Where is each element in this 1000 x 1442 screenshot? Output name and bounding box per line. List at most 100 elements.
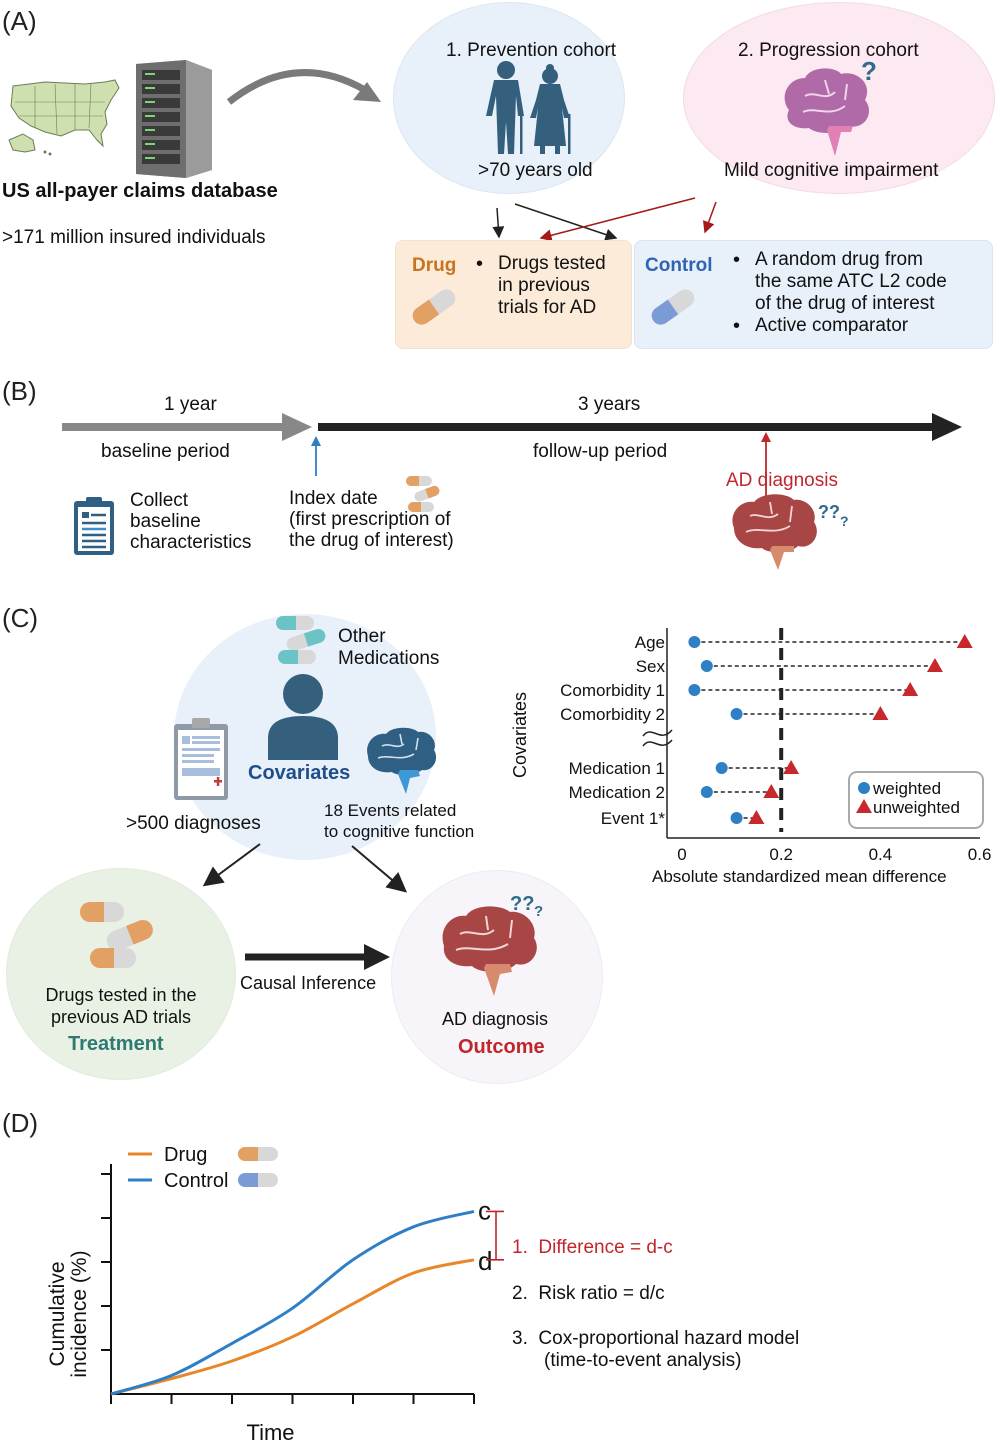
person-icon [268, 674, 338, 760]
other-medications-text: Other Medications [338, 626, 439, 670]
baseline-label: baseline period [101, 441, 230, 462]
panel-a-label: (A) [2, 6, 37, 36]
risk-item-text: Difference = d-c [538, 1237, 673, 1258]
pill-blue-icon [651, 289, 695, 325]
covariate-label: Event 1* [601, 809, 666, 828]
diagnoses-clipboard-icon [174, 718, 228, 800]
prevention-cohort-caption: >70 years old [478, 160, 593, 181]
axis-break [642, 729, 673, 737]
legend-weighted-label: weighted [872, 779, 941, 798]
other-med-line: Other [338, 626, 386, 647]
drug-bullet-line: Drugs tested [498, 253, 606, 274]
control-box: Control A random drug from the same ATC … [634, 240, 993, 349]
other-med-line: Medications [338, 648, 440, 669]
cohort-to-group-arrows [492, 197, 717, 242]
diagnoses-text: >500 diagnoses [126, 813, 261, 834]
collect-baseline-text: Collect baseline characteristics [130, 490, 251, 553]
control-bullet-line: A random drug from [755, 249, 923, 270]
covariate-label: Comorbidity 2 [560, 705, 665, 724]
x-axis-label: Time [246, 1420, 294, 1442]
weighted-point [715, 762, 728, 774]
risk-item-num: 3. [512, 1328, 528, 1349]
us-map-icon [8, 79, 120, 156]
index-line: Index date [289, 488, 378, 509]
server-icon [136, 60, 212, 178]
svg-text:?: ? [840, 513, 849, 529]
legend-unweighted-label: unweighted [873, 798, 960, 817]
axis-break [642, 739, 673, 747]
legend-label-drug: Drug [164, 1144, 207, 1166]
x-axis-label: Absolute standardized mean difference [652, 867, 947, 886]
unweighted-point [763, 784, 780, 798]
index-date-text: Index date (first prescription of the dr… [289, 488, 454, 551]
svg-text:??: ?? [510, 893, 534, 915]
weighted-point [688, 636, 701, 648]
unweighted-point [748, 810, 765, 824]
covariate-label: Age [635, 633, 665, 652]
baseline-duration: 1 year [164, 394, 217, 415]
svg-text:??: ?? [818, 502, 840, 522]
treatment-pills-icon [80, 902, 153, 968]
covariates-to-treatment-arrow [202, 843, 261, 887]
covariates-to-outcome-arrow [351, 845, 408, 893]
covariates-title: Covariates [248, 762, 351, 784]
difference-bracket [486, 1210, 504, 1261]
risk-item-3: 3. Cox-proportional hazard model (time-t… [512, 1328, 799, 1372]
collect-line: characteristics [130, 532, 252, 553]
covariate-label: Medication 2 [569, 783, 665, 802]
unweighted-point [926, 658, 943, 672]
legend-pill-drug-icon [238, 1147, 278, 1161]
drug-box-title: Drug [412, 255, 457, 276]
risk-item-2: 2. Risk ratio = d/c [512, 1282, 665, 1306]
covariate-label: Comorbidity 1 [560, 681, 665, 700]
brain-ad-icon: ?? ? [732, 494, 849, 570]
pills-icon [406, 476, 440, 512]
progression-cohort-caption: Mild cognitive impairment [724, 160, 939, 181]
clipboard-icon [74, 497, 114, 555]
treatment-text: Drugs tested in the previous AD trials [36, 984, 206, 1028]
weighted-point [730, 708, 743, 720]
pill-orange-icon [412, 289, 456, 325]
y-axis-label-line1: Cumulative [46, 1261, 69, 1366]
risk-item-num: 2. [512, 1283, 528, 1304]
causal-arrows [202, 843, 408, 970]
curved-arrow-icon [226, 69, 381, 105]
database-title: US all-payer claims database [2, 180, 278, 202]
timeline [62, 413, 962, 498]
causal-inference-label: Causal Inference [240, 973, 377, 993]
risk-item-text: Risk ratio = d/c [538, 1283, 665, 1304]
drug-bullet-line: in previous [498, 275, 590, 296]
outcome-caption: AD diagnosis [442, 1009, 549, 1029]
unweighted-point [872, 706, 889, 720]
x-tick-label: 0 [677, 845, 686, 864]
outcome-label: Outcome [458, 1036, 545, 1058]
weighted-point [700, 786, 713, 798]
x-tick-label: 0.4 [869, 845, 893, 864]
control-box-bullets: A random drug from the same ATC L2 code … [733, 249, 947, 337]
drug-box: Drug Drugs tested in previous trials for… [395, 240, 632, 349]
control-bullet-line: the same ATC L2 code [755, 271, 947, 292]
series-line-drug [110, 1258, 475, 1396]
database-subtitle: >171 million insured individuals [2, 227, 266, 248]
progression-cohort-title: 2. Progression cohort [738, 40, 919, 61]
legend-box [848, 771, 984, 829]
weighted-point [700, 660, 713, 672]
risk-item-num: 1. [512, 1237, 528, 1258]
legend-label-control: Control [164, 1170, 228, 1192]
legend-unweighted-marker [856, 799, 872, 813]
brain-question-icon: ? [784, 56, 877, 156]
index-line: (first prescription of [289, 509, 451, 530]
treatment-circle [6, 868, 236, 1080]
unweighted-point [956, 634, 973, 648]
followup-arrowhead [932, 413, 962, 441]
y-axis-label: Covariates [510, 692, 530, 778]
x-tick-label: 0.2 [769, 845, 793, 864]
svg-text:?: ? [861, 56, 877, 86]
risk-item-1: 1. Difference = d-c [512, 1236, 673, 1260]
followup-duration: 3 years [578, 394, 641, 415]
outcome-brain-icon: ?? ? [442, 893, 543, 996]
series-line-control [110, 1209, 475, 1396]
